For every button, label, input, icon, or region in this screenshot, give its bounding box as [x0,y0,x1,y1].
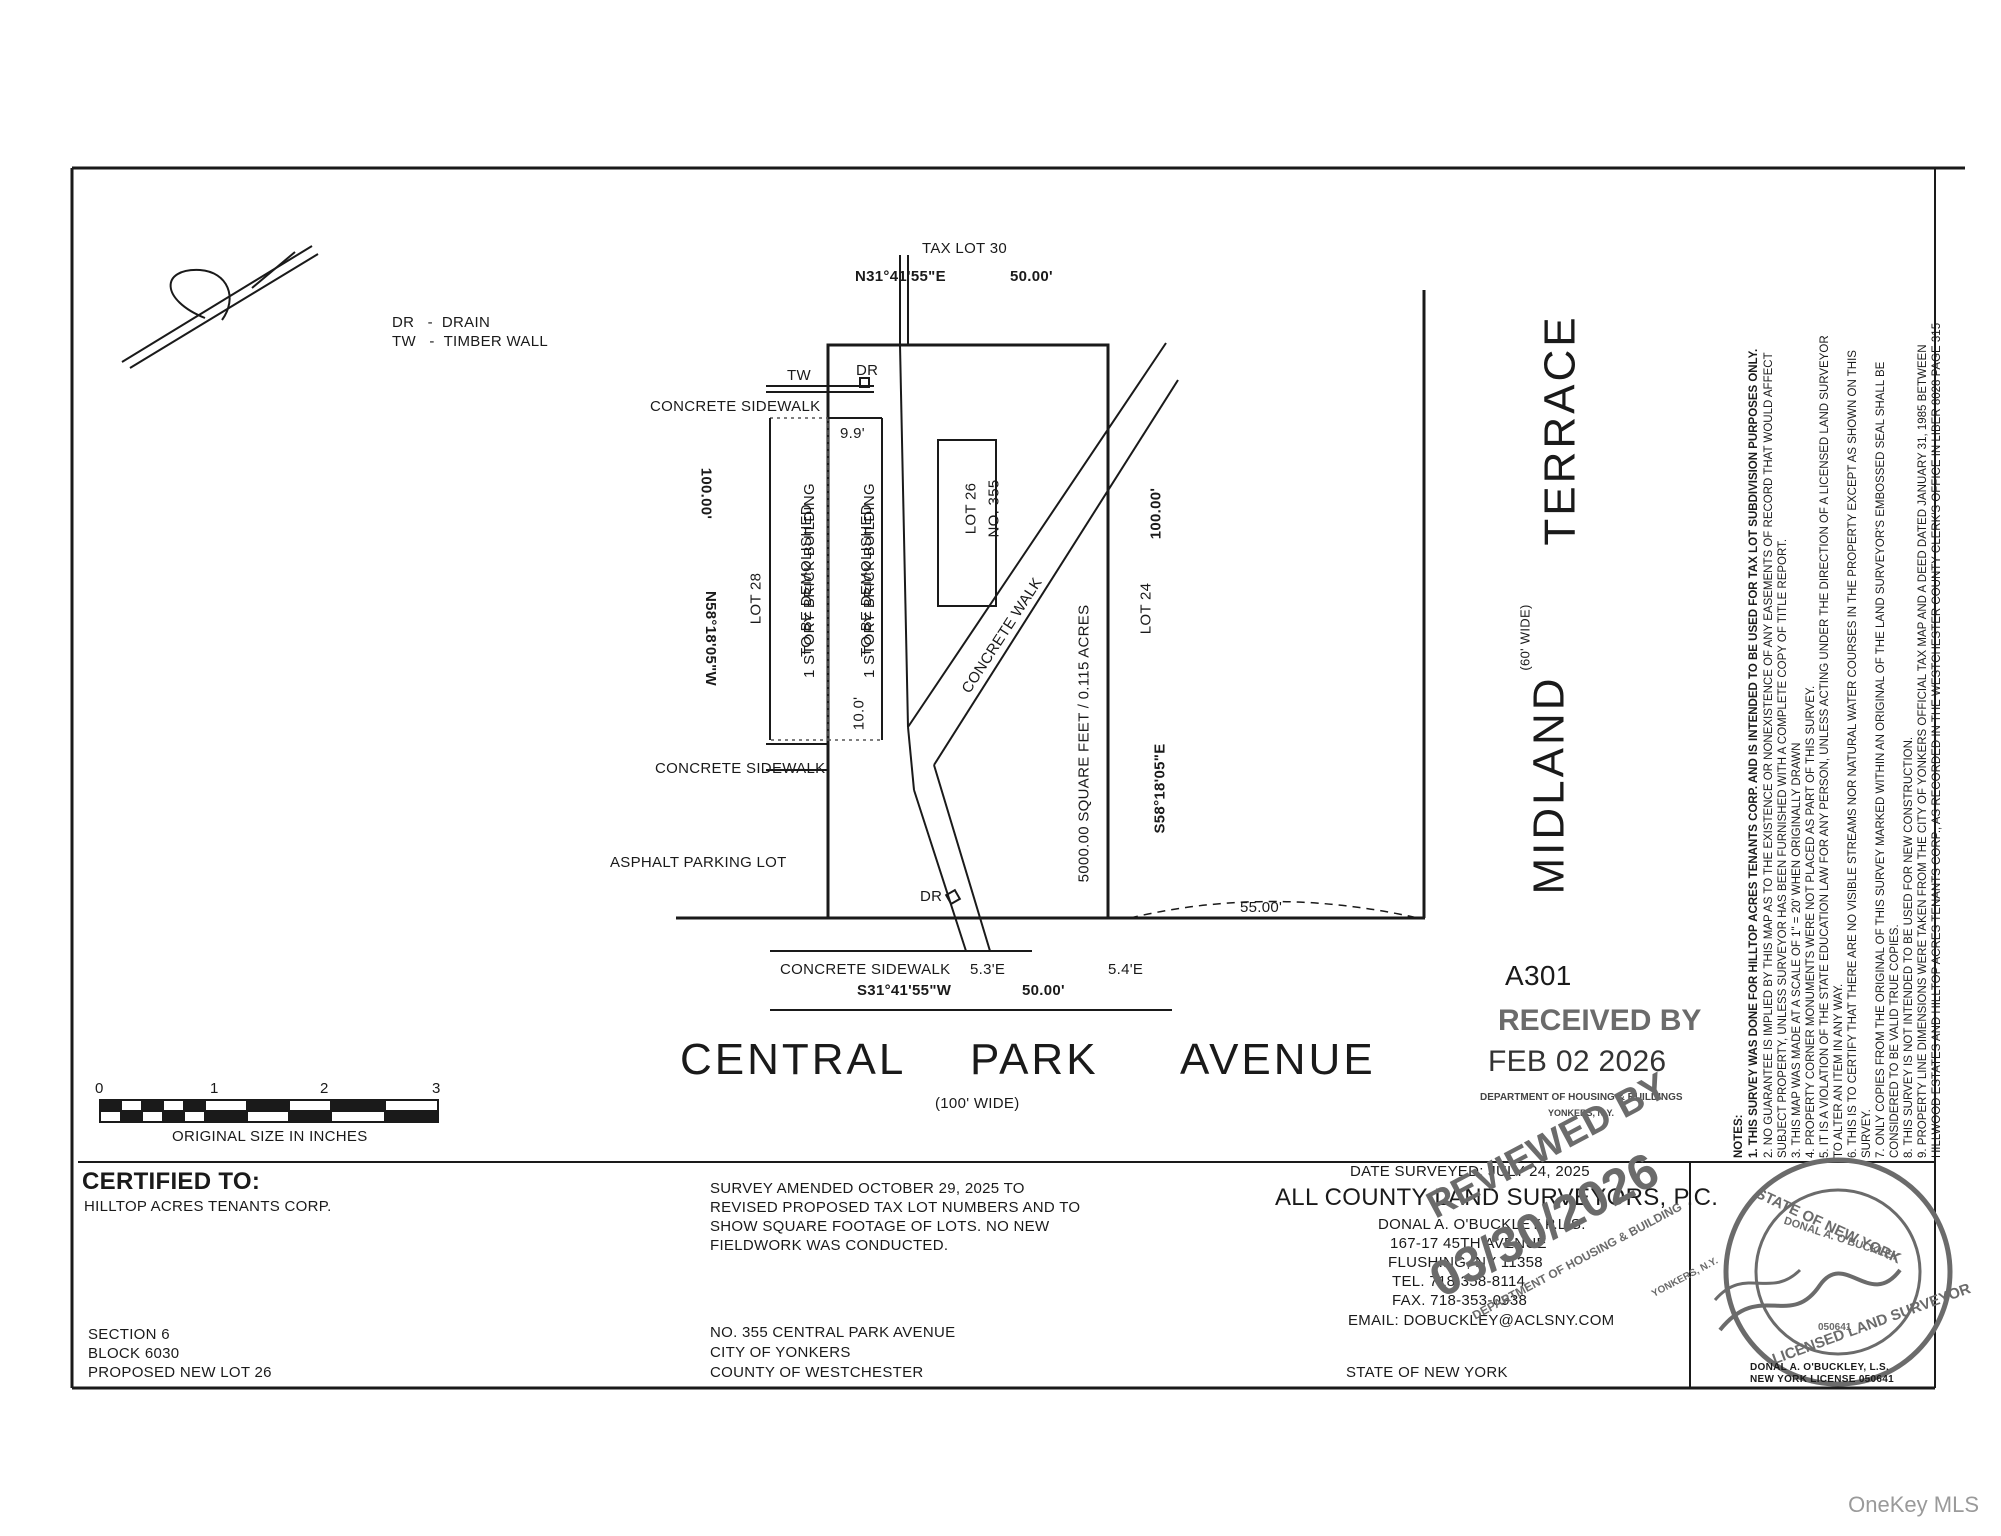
amendment-line-2: REVISED PROPOSED TAX LOT NUMBERS AND TO [710,1199,1081,1216]
asphalt-parking-lot-label: ASPHALT PARKING LOT [610,854,787,871]
note-7: 7. ONLY COPIES FROM THE ORIGINAL OF THIS… [1875,361,1887,1158]
building-1-line2: TO BE DEMOLISHED [797,504,815,657]
received-stamp-city: YONKERS, N.Y. [1548,1108,1615,1118]
firm-street: 167-17 45TH AVENUE [1390,1235,1547,1252]
south-bearing-label: S31°41'55"W [857,982,952,999]
scale-tick-3: 3 [432,1080,441,1097]
signature-name: DONAL A. O'BUCKLEY, L.S. [1750,1362,1890,1373]
street-park: PARK [970,1035,1099,1084]
west-bearing-label: N58°18'05"W [702,590,720,687]
received-stamp-date: FEB 02 2026 [1488,1045,1667,1078]
state-label: STATE OF NEW YORK [1346,1364,1508,1381]
received-stamp-title: RECEIVED BY [1498,1004,1702,1037]
lot-label: PROPOSED NEW LOT 26 [88,1364,272,1381]
property-city: CITY OF YONKERS [710,1344,851,1361]
dimension-9-9-label: 9.9' [840,425,865,442]
scale-tick-2: 2 [320,1080,329,1097]
north-arrow-icon [121,245,319,369]
certified-to-heading: CERTIFIED TO: [82,1168,261,1195]
note-3: 3. THIS MAP WAS MADE AT A SCALE OF 1" = … [1791,742,1803,1158]
midland-width-label: (60' WIDE) [1517,604,1533,671]
south-distance-label: 50.00' [1022,982,1065,999]
note-7-cont: CONSIDERED TO BE VALID TRUE COPIES. [1889,924,1901,1158]
scale-tick-0: 0 [95,1080,104,1097]
property-address: NO. 355 CENTRAL PARK AVENUE [710,1324,956,1341]
street-midland: MIDLAND [1524,675,1574,895]
concrete-sidewalk-mid-label: CONCRETE SIDEWALK [655,760,826,777]
west-distance-label: 100.00' [697,467,715,520]
concrete-sidewalk-bottom-label: CONCRETE SIDEWALK [780,961,951,978]
dimension-10-0-label: 10.0' [850,696,868,731]
note-8: 8. THIS SURVEY IS NOT INTENDED TO BE USE… [1903,736,1915,1158]
street-central: CENTRAL [680,1035,907,1084]
client-name: HILLTOP ACRES TENANTS CORP. [84,1198,332,1215]
street-terrace: TERRACE [1535,314,1585,546]
firm-email: EMAIL: DOBUCKLEY@ACLSNY.COM [1348,1312,1615,1329]
tw-label: TW [787,367,811,384]
note-4: 4. PROPERTY CORNER MONUMENTS WERE NOT PL… [1805,685,1817,1158]
note-2-cont: SUBJECT PROPERTY, UNLESS SURVEYOR HAS BE… [1777,538,1789,1158]
note-9: 9. PROPERTY LINE DIMENSIONS WERE TAKEN F… [1917,344,1929,1158]
note-9-cont: HILLWOOD ESTATES AND HILLTOP ACRES TENAN… [1931,322,1943,1158]
amendment-line-3: SHOW SQUARE FOOTAGE OF LOTS. NO NEW [710,1218,1050,1235]
scale-caption: ORIGINAL SIZE IN INCHES [172,1128,368,1145]
offset-left-label: 5.3'E [970,961,1006,978]
east-distance-label: 100.00' [1147,487,1165,540]
east-bearing-label: S58°18'05"E [1151,743,1169,834]
note-5-cont: TO ALTER AN ITEM IN ANY WAY. [1833,983,1845,1158]
north-distance-label: 50.00' [1010,268,1053,285]
seal-number-text: 050641 [1818,1322,1852,1333]
note-6-cont: SURVEY. [1861,1109,1873,1158]
scale-bar [99,1099,439,1123]
firm-telephone: TEL. 718-358-8114 [1392,1273,1526,1290]
scale-tick-1: 1 [210,1080,219,1097]
received-stamp-code: A301 [1505,960,1572,991]
north-bearing-label: N31°41'55"E [855,268,946,285]
lot-28-label: LOT 28 [747,572,765,625]
firm-name: ALL COUNTY LAND SURVEYORS, P.C. [1275,1184,1719,1211]
property-county: COUNTY OF WESTCHESTER [710,1364,924,1381]
building-2-line2: TO BE DEMOLISHED [857,504,875,657]
firm-city-state: FLUSHING, NY 11358 [1388,1254,1543,1271]
drain-label-bottom: DR [920,888,943,905]
firm-fax: FAX. 718-353-0938 [1392,1292,1528,1309]
central-park-width-label: (100' WIDE) [935,1095,1020,1112]
lot-26-label: LOT 26 [962,482,980,535]
amendment-line-1: SURVEY AMENDED OCTOBER 29, 2025 TO [710,1180,1025,1197]
notes-heading: NOTES: [1733,1114,1745,1158]
date-surveyed: DATE SURVEYED: JULY 24, 2025 [1350,1163,1590,1180]
note-5: 5. IT IS A VIOLATION OF THE STATE EDUCAT… [1819,335,1831,1158]
tax-lot-30-label: TAX LOT 30 [922,240,1007,257]
onekey-mls-watermark: OneKey MLS [1848,1492,1979,1517]
note-2: 2. NO GUARANTEE IS IMPLIED BY THIS MAP A… [1763,352,1775,1158]
lot-26-number-label: NO. 355 [985,479,1003,538]
dimension-55-label: 55.00' [1240,899,1283,916]
surveyor-seal [1713,1157,1953,1387]
note-6: 6. THIS IS TO CERTIFY THAT THERE ARE NO … [1847,350,1859,1158]
block-label: BLOCK 6030 [88,1345,180,1362]
lot-area-label: 5000.00 SQUARE FEET / 0.115 ACRES [1075,604,1093,883]
legend-item-timber-wall: TW - TIMBER WALL [392,333,548,350]
section-label: SECTION 6 [88,1326,170,1343]
offset-right-label: 5.4'E [1108,961,1144,978]
received-stamp-department: DEPARTMENT OF HOUSING & BUILDINGS [1480,1092,1683,1103]
legend-item-drain: DR - DRAIN [392,314,491,331]
concrete-sidewalk-top-label: CONCRETE SIDEWALK [650,398,821,415]
surveyor-name: DONAL A. O'BUCKLEY P.L.S. [1378,1216,1586,1233]
amendment-line-4: FIELDWORK WAS CONDUCTED. [710,1237,949,1254]
street-avenue: AVENUE [1180,1035,1376,1084]
drain-label-top: DR [856,362,879,379]
note-1: 1. THIS SURVEY WAS DONE FOR HILLTOP ACRE… [1748,348,1760,1158]
signature-license: NEW YORK LICENSE 050641 [1750,1374,1894,1385]
lot-24-label: LOT 24 [1137,582,1155,635]
